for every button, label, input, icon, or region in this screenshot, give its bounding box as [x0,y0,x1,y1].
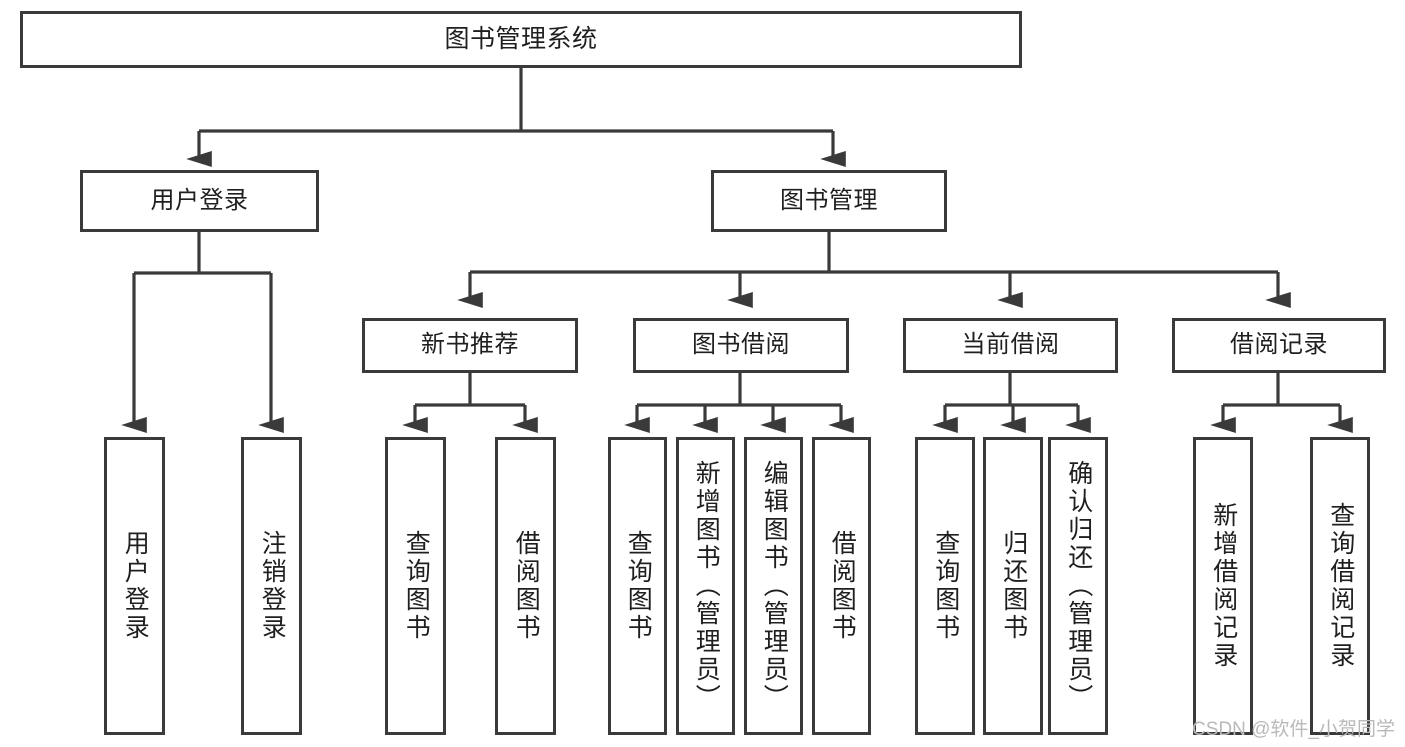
node-label: 查询图书 [624,530,653,642]
node-leaf-return-book[interactable]: 归还图书 [983,437,1043,735]
node-label: 查询图书 [931,530,960,642]
node-label: 新增借阅记录 [1209,502,1238,670]
node-label: 用户登录 [121,530,150,642]
node-label: 新书推荐 [421,331,519,359]
node-label: 借阅记录 [1230,331,1328,359]
node-user-login[interactable]: 用户登录 [80,170,319,232]
node-label: 图书借阅 [692,331,790,359]
node-label: 借阅图书 [828,530,857,642]
node-label: 查询图书 [402,530,431,642]
node-book-manage[interactable]: 图书管理 [711,170,947,232]
node-leaf-query-borrow-record[interactable]: 查询借阅记录 [1310,437,1370,735]
node-leaf-query-book-current[interactable]: 查询图书 [915,437,975,735]
node-label: 当前借阅 [961,331,1060,359]
node-leaf-query-book-borrow[interactable]: 查询图书 [608,437,667,735]
node-new-book-recommend[interactable]: 新书推荐 [362,318,578,373]
node-label: 编辑图书（管理员） [760,460,789,712]
node-leaf-query-book-recommend[interactable]: 查询图书 [385,437,446,735]
node-leaf-borrow-book-recommend[interactable]: 借阅图书 [495,437,556,735]
node-label: 确认归还（管理员） [1064,460,1093,712]
node-label: 用户登录 [150,186,249,214]
node-label: 查询借阅记录 [1326,502,1355,670]
node-leaf-user-login[interactable]: 用户登录 [104,437,165,735]
node-label: 新增图书（管理员） [692,460,721,712]
csdn-watermark: CSDN @软件_小贺同学 [1192,719,1395,740]
node-label: 归还图书 [999,530,1028,642]
node-label: 借阅图书 [512,530,541,642]
node-leaf-borrow-book[interactable]: 借阅图书 [812,437,871,735]
node-leaf-add-borrow-record[interactable]: 新增借阅记录 [1193,437,1253,735]
node-label: 图书管理 [780,186,878,214]
node-leaf-confirm-return[interactable]: 确认归还（管理员） [1048,437,1108,735]
node-leaf-edit-book[interactable]: 编辑图书（管理员） [744,437,803,735]
node-label: 注销登录 [258,530,287,642]
node-root-system[interactable]: 图书管理系统 [20,11,1022,68]
node-label: 图书管理系统 [444,24,598,53]
node-leaf-logout-login[interactable]: 注销登录 [241,437,302,735]
node-leaf-add-book[interactable]: 新增图书（管理员） [676,437,735,735]
node-borrow-record[interactable]: 借阅记录 [1172,318,1386,373]
node-book-borrow[interactable]: 图书借阅 [633,318,849,373]
node-current-borrow[interactable]: 当前借阅 [903,318,1118,373]
